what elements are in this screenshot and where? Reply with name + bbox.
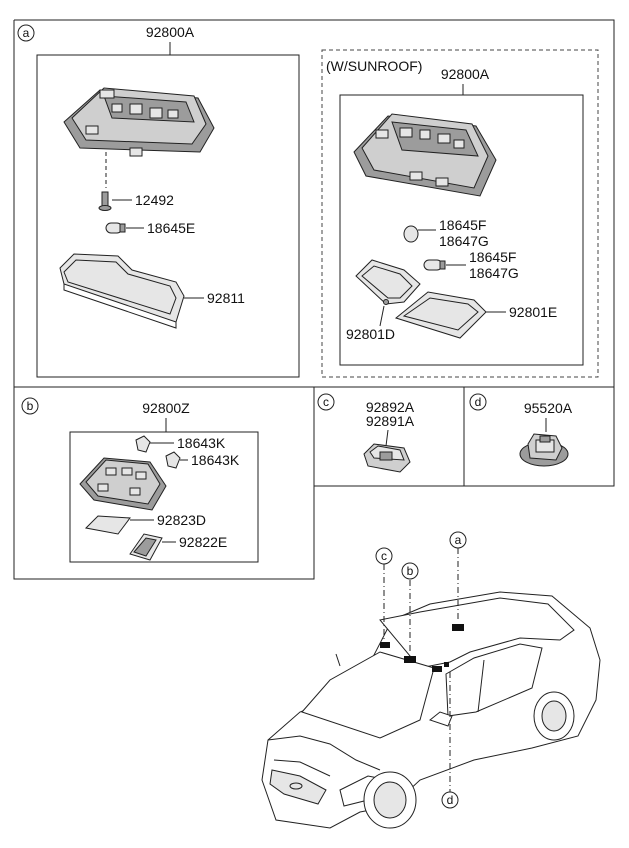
section-b-badge-circle — [21, 397, 39, 415]
section-c-label-92891A: 92891A — [366, 413, 415, 429]
car-marker-d: d — [447, 793, 454, 807]
callout-92801E: 92801E — [509, 304, 557, 320]
screw-12492 — [98, 191, 112, 211]
car-marker-c: c — [381, 549, 387, 563]
bulb-18645E — [105, 222, 126, 234]
sunroof-title: (W/SUNROOF) — [326, 58, 422, 74]
sensor-95520A — [519, 433, 569, 467]
callout-92801D: 92801D — [346, 326, 395, 342]
section-d-label-95520A: 95520A — [524, 400, 573, 416]
section-c-badge: c — [323, 395, 329, 409]
section-c-label-92892A: 92892A — [366, 399, 415, 415]
section-c: c 92892A 92891A — [317, 393, 415, 473]
section-d: d 95520A — [469, 393, 573, 467]
section-a-assembly-box — [36, 54, 300, 378]
car-front-wheel — [363, 771, 417, 829]
car-marker-c-part — [380, 642, 390, 648]
callout-12492: 12492 — [135, 192, 174, 208]
callout-18645F-upper: 18645F — [439, 217, 486, 233]
car-marker-a-part — [452, 624, 464, 631]
car-side-window — [445, 643, 543, 717]
callout-18645E: 18645E — [147, 220, 195, 236]
car-marker-d-part-2 — [444, 662, 449, 667]
section-d-badge-circle — [469, 393, 487, 411]
section-a-badge-circle — [17, 24, 35, 42]
bulb-18643K-2 — [165, 451, 181, 469]
callout-18647G-lower: 18647G — [469, 265, 519, 281]
car-marker-a: a — [455, 533, 462, 547]
section-b-assembly-box — [69, 431, 259, 563]
section-b: b 92800Z 18643K 18643K 92823D — [21, 397, 259, 563]
callout-18643K-2: 18643K — [191, 452, 240, 468]
sunroof-bulb-upper — [403, 225, 419, 243]
callout-18643K-1: 18643K — [177, 435, 226, 451]
sunroof-variant: (W/SUNROOF) 92800A 18645 — [321, 49, 599, 378]
lens-92811 — [59, 253, 185, 329]
car-roof — [379, 597, 575, 669]
section-b-assembly-label: 92800Z — [142, 400, 190, 416]
callout-92823D: 92823D — [157, 512, 206, 528]
callout-18647G-upper: 18647G — [439, 233, 489, 249]
overhead-console-lamp — [63, 87, 215, 157]
car-illustration: c b a d — [261, 531, 601, 829]
lens-92801E — [394, 291, 487, 339]
bulb-18643K-1 — [135, 435, 151, 453]
callout-18645F-lower: 18645F — [469, 249, 516, 265]
section-a: a 92800A 12492 1 — [17, 24, 599, 378]
section-d-badge: d — [475, 395, 482, 409]
lens-92801D — [355, 259, 421, 305]
sunroof-bulb-lower — [423, 259, 446, 271]
lens-92822E — [129, 533, 163, 561]
map-lamp-92800Z — [79, 457, 167, 511]
section-a-assembly-label: 92800A — [146, 24, 195, 40]
car-marker-d-part-1 — [432, 666, 442, 672]
callout-92811: 92811 — [207, 290, 245, 306]
section-c-badge-circle — [317, 393, 335, 411]
callout-92822E: 92822E — [179, 534, 227, 550]
car-rear-wheel — [533, 691, 575, 741]
section-a-badge: a — [23, 26, 30, 40]
vanity-lamp — [363, 443, 411, 473]
sunroof-console-lamp — [353, 113, 497, 197]
car-marker-b: b — [407, 564, 414, 578]
car-marker-b-part — [404, 656, 416, 663]
sunroof-assembly-label: 92800A — [441, 66, 490, 82]
sunroof-assembly-box — [339, 94, 584, 366]
section-b-badge: b — [27, 399, 34, 413]
lens-92823D — [84, 515, 131, 535]
diagram-frame — [13, 19, 615, 580]
